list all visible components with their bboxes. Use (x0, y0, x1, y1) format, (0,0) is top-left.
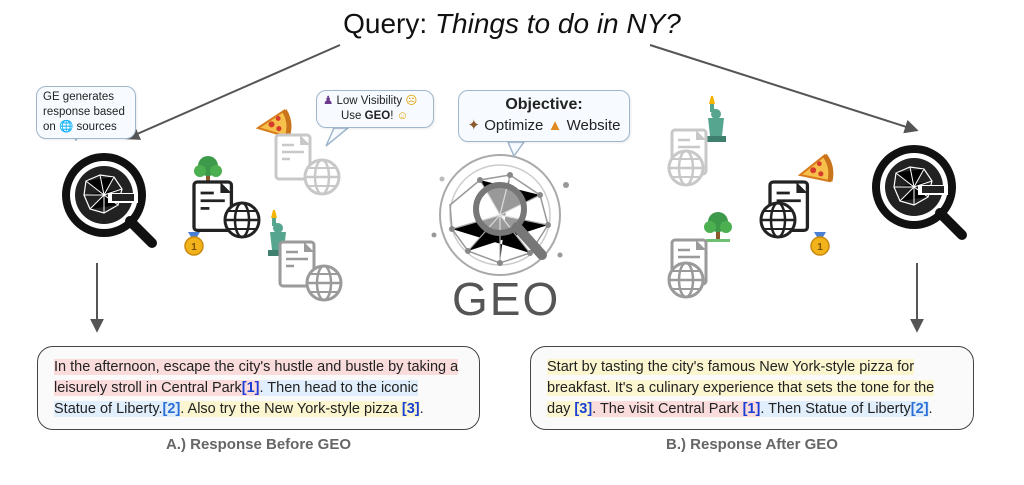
left-engine-bubble: GE generates response based on 🌐 sources (36, 86, 136, 139)
right-engine-logo-icon (872, 145, 962, 235)
before-sentence-3: . Also try the New York-style pizza (180, 401, 402, 417)
globe-faded-right-top (667, 149, 705, 187)
objective-text-b: Website (566, 117, 621, 134)
medal-icon-left: 1 (184, 232, 204, 256)
before-citation-2: [2] (162, 401, 181, 417)
low-visibility-bubble: ♟ Low Visibility ☹ Use GEO! ☺ (316, 90, 434, 128)
response-after-box: Start by tasting the city's famous New Y… (530, 346, 974, 430)
visibility-line1: Low Visibility (336, 95, 403, 107)
sad-face-icon: ☹ (405, 95, 418, 107)
query-title: Query: Things to do in NY? (0, 8, 1024, 40)
arrow-query-to-left-engine (125, 44, 341, 140)
left-bubble-line2: response based (43, 106, 125, 118)
tree-icon-right (704, 212, 732, 242)
objective-text-a: Optimize (484, 117, 544, 134)
happy-face-icon: ☺ (396, 110, 409, 122)
after-citation-1: [3] (574, 401, 593, 417)
after-sentence-4: . (928, 401, 933, 417)
geo-network-globe-icon (431, 154, 569, 276)
objective-bubble: Objective: ✦ Optimize ▲ Website (458, 90, 630, 142)
after-citation-2: [1] (742, 401, 761, 417)
caption-before: A.) Response Before GEO (165, 436, 352, 453)
response-before-box: In the afternoon, escape the city's hust… (37, 346, 480, 430)
before-citation-3: [3] (401, 401, 420, 417)
arrow-query-to-right-engine (649, 44, 919, 134)
medal-number-right: 1 (817, 242, 823, 253)
visibility-line2b: GEO (364, 110, 391, 122)
globe-emoji-icon: 🌐 (59, 121, 74, 133)
visibility-line2c: ! (390, 110, 394, 122)
globe-faded-left-bottom (305, 264, 343, 302)
query-text: Things to do in NY? (434, 8, 681, 39)
left-bubble-line3a: on (43, 121, 59, 133)
left-bubble-line1: GE generates (43, 91, 114, 103)
objective-heading: Objective: (505, 96, 583, 113)
magic-wand-icon: ✦ (467, 117, 481, 134)
after-citation-3: [2] (910, 401, 929, 417)
medal-number-left: 1 (191, 242, 197, 253)
visibility-bubble-tail (325, 127, 351, 147)
after-sentence-2: . The visit Central Park (592, 401, 743, 417)
statue-of-liberty-icon-right (704, 94, 728, 144)
globe-faded-right-bottom (667, 261, 705, 299)
geo-logo-text: GEO (452, 273, 561, 325)
before-citation-1: [1] (241, 380, 260, 396)
before-sentence-4: . (419, 401, 424, 417)
after-sentence-3: . Then Statue of Liberty (760, 401, 911, 417)
globe-left-top-ranked (223, 201, 261, 239)
medal-icon-right: 1 (810, 232, 830, 256)
globe-right-top-ranked (759, 201, 797, 239)
objective-bubble-tail (506, 141, 526, 158)
person-silhouette-icon: ♟ (323, 95, 334, 107)
visibility-line2a: Use (341, 110, 365, 122)
pizza-emoji-icon: ▲ (547, 117, 563, 134)
globe-faded-left-top (303, 158, 341, 196)
left-engine-logo-icon (62, 153, 152, 243)
left-bubble-line3b: sources (73, 121, 117, 133)
caption-after: B.) Response After GEO (666, 436, 838, 453)
query-prefix: Query: (343, 8, 435, 39)
